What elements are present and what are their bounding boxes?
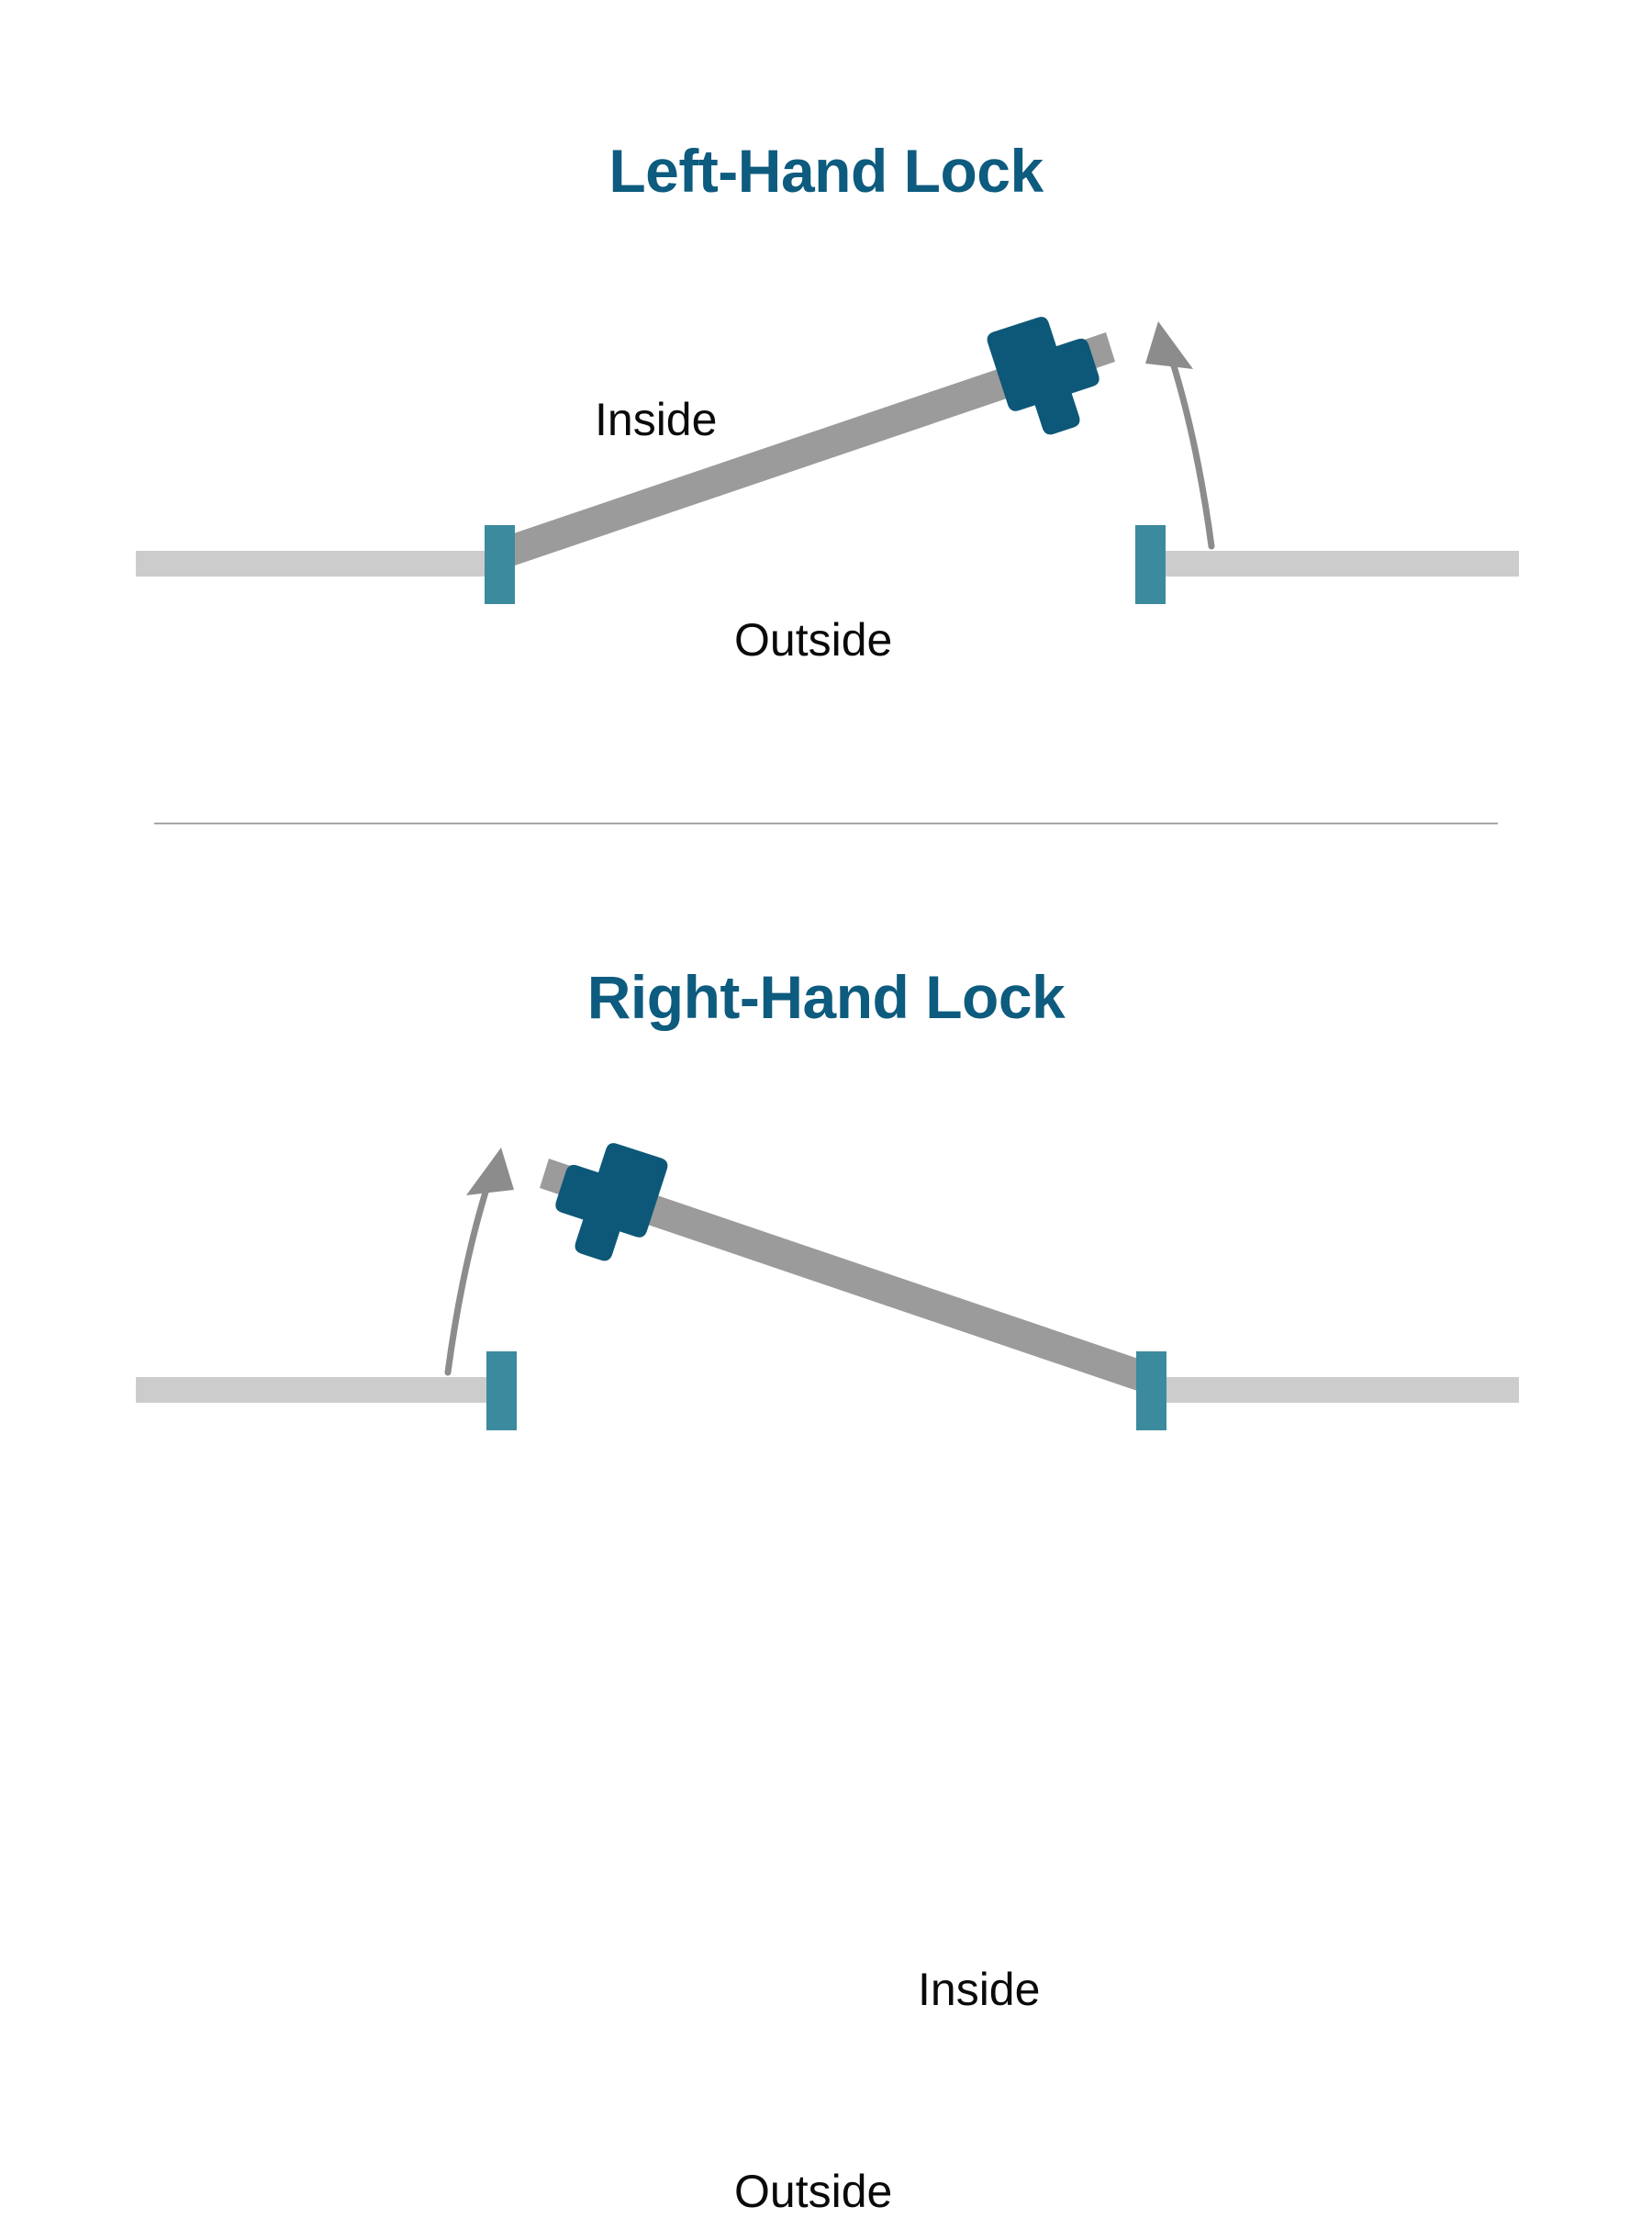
label-outside-bottom: Outside [734,2166,893,2217]
panel-divider [154,823,1498,824]
lock-body-icon [555,1143,668,1261]
door-panel [500,332,1115,567]
panel-title-left-hand-lock: Left-Hand Lock [608,137,1044,205]
swing-direction-arrow-icon [444,1148,514,1376]
panel-title-right-hand-lock: Right-Hand Lock [586,963,1066,1031]
hinge-block-left [485,525,515,604]
strike-jamb-block-right [1135,525,1166,604]
lock-body-icon [987,317,1099,435]
wall-rail-right-segment [1162,1377,1519,1403]
label-inside-bottom: Inside [918,1964,1041,2015]
hinge-block-right [1136,1351,1166,1430]
label-inside-top: Inside [595,394,718,445]
door-panel [540,1159,1155,1394]
left-hand-lock-illustration [0,303,1652,689]
strike-jamb-block-left [486,1351,517,1430]
wall-rail-left-segment [136,551,512,577]
panel-left-hand-lock: Left-Hand Lock [0,0,1652,826]
wall-rail-right-segment [1158,551,1519,577]
label-outside-top: Outside [734,614,893,666]
swing-direction-arrow-icon [1145,321,1215,550]
right-hand-lock-illustration [0,1129,1652,1515]
wall-rail-left-segment [136,1377,489,1403]
panel-right-hand-lock: Right-Hand Lock [0,826,1652,2217]
